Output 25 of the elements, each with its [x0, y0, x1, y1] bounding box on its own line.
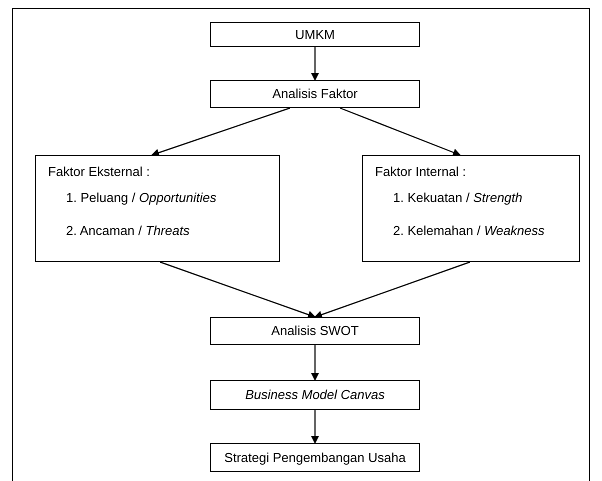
- process-box: [210, 380, 420, 410]
- arrow: [311, 345, 319, 381]
- box-label: Analisis Faktor: [272, 85, 358, 104]
- list-item: 2. Kelemahan / Weakness: [393, 222, 545, 240]
- box-label: Analisis SWOT: [271, 322, 359, 340]
- box-heading: Faktor Internal :: [375, 163, 466, 181]
- arrow: [151, 107, 290, 157]
- process-box: [35, 155, 280, 262]
- box-label: Strategi Pengembangan Usaha: [224, 448, 406, 467]
- process-box: [210, 22, 420, 47]
- process-box: [210, 317, 420, 345]
- arrow: [311, 410, 319, 444]
- box-label: Business Model Canvas: [245, 386, 385, 404]
- arrow: [311, 47, 319, 81]
- process-box: [362, 155, 580, 262]
- arrow: [160, 261, 316, 318]
- list-item: 2. Ancaman / Threats: [66, 222, 190, 240]
- list-item: 1. Kekuatan / Strength: [393, 188, 522, 207]
- box-heading: Faktor Eksternal :: [48, 163, 150, 181]
- box-label: UMKM: [295, 26, 335, 44]
- process-box: [210, 80, 420, 108]
- process-box: [210, 443, 420, 472]
- arrow: [340, 107, 461, 156]
- list-item: 1. Peluang / Opportunities: [66, 188, 216, 207]
- arrow: [314, 261, 470, 318]
